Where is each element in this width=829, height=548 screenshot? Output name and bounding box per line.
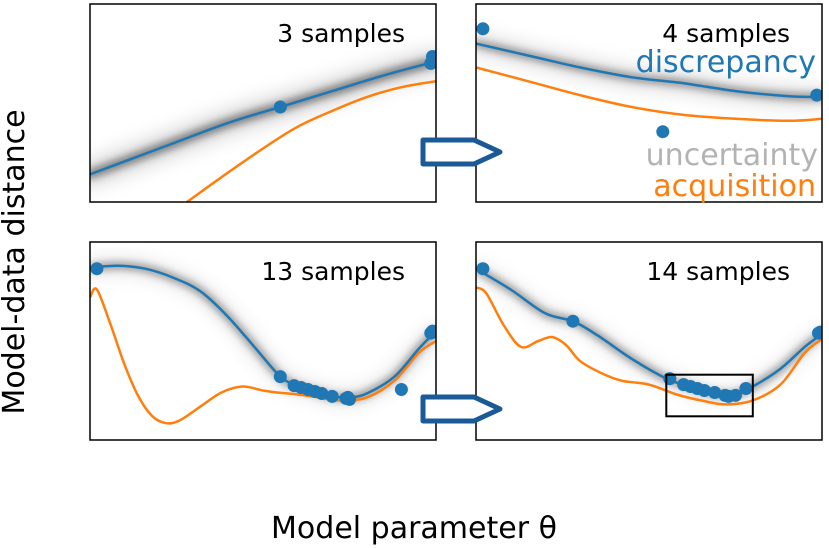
panel-13-samples: 13 samples	[89, 241, 437, 441]
sample-point	[325, 389, 339, 403]
arrow-right-icon	[420, 394, 503, 424]
discrepancy-line	[476, 42, 822, 99]
panel-title: 14 samples	[646, 257, 790, 286]
sample-point	[729, 388, 742, 402]
sample-point	[697, 384, 711, 397]
sample-point	[476, 22, 490, 36]
legend-discrepancy: discrepancy	[636, 45, 816, 80]
sample-point	[273, 100, 287, 114]
sample-point	[426, 50, 436, 63]
sample-point	[476, 262, 490, 276]
acquisition-line	[90, 287, 436, 425]
zoom-box	[665, 373, 754, 418]
sample-point	[813, 325, 822, 339]
legend-acquisition: acquisition	[653, 169, 816, 204]
sample-point	[656, 125, 670, 139]
y-axis-label: Model-data distance	[0, 109, 32, 414]
arrow-right-icon	[420, 137, 503, 167]
legend-uncertainty: uncertainty	[646, 138, 818, 173]
sample-point	[341, 390, 355, 404]
sample-point	[315, 387, 329, 400]
panel-3-samples: 3 samples	[89, 3, 437, 203]
sample-point	[90, 262, 104, 276]
acquisition-line	[186, 79, 436, 202]
sample-point	[739, 382, 753, 395]
sample-point	[426, 324, 436, 338]
sample-point	[708, 386, 722, 399]
panel-title: 4 samples	[662, 19, 790, 48]
panel-frame	[89, 241, 437, 441]
panel-title: 13 samples	[261, 257, 405, 286]
panel-frame	[475, 241, 823, 441]
sample-point	[566, 314, 580, 328]
plot-area	[476, 262, 822, 418]
panel-title: 3 samples	[277, 19, 405, 48]
plot-area	[90, 49, 436, 202]
x-axis-label: Model parameter θ	[271, 511, 557, 546]
acquisition-line	[476, 66, 822, 123]
panel-14-samples: 14 samples	[475, 241, 823, 441]
sample-point	[273, 370, 287, 384]
sample-point	[394, 383, 408, 396]
panel-frame	[475, 3, 823, 203]
plot-area	[90, 260, 436, 425]
sample-point	[810, 88, 822, 102]
discrepancy-line	[476, 267, 822, 397]
plot-area	[476, 22, 822, 139]
panel-4-samples: 4 samples discrepancy uncertainty acquis…	[475, 3, 823, 204]
acquisition-line	[476, 286, 822, 406]
panel-frame	[89, 3, 437, 203]
